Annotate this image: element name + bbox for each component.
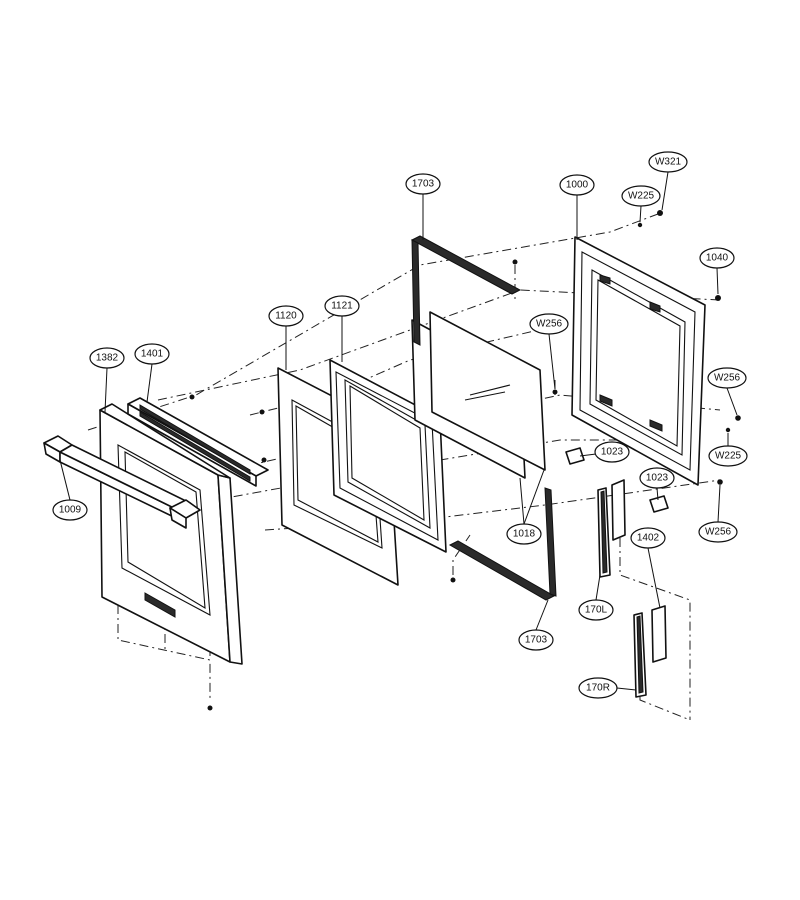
callout-1009: 1009	[52, 499, 88, 521]
screws	[189, 210, 741, 711]
callout-label: 1703	[412, 179, 435, 190]
callout-1000: 1000	[559, 174, 595, 196]
screw	[207, 705, 213, 711]
alignment-line	[619, 500, 691, 720]
callout-1018: 1018	[506, 523, 542, 545]
callout-170r: 170R	[578, 677, 618, 699]
screw	[735, 415, 741, 421]
callout-w256-a: W256	[529, 313, 569, 335]
callout-1402: 1402	[630, 527, 666, 549]
callout-w225-top: W225	[621, 185, 661, 207]
callout-1703-bottom: 1703	[518, 629, 554, 651]
callout-label: 1000	[566, 180, 589, 191]
screw	[512, 259, 518, 265]
callout-w225-b: W225	[708, 445, 748, 467]
callout-1023-b: 1023	[639, 467, 675, 489]
callout-label: 1121	[331, 301, 353, 312]
callout-label: 1018	[513, 529, 536, 540]
callout-label: 1402	[637, 533, 660, 544]
screw	[657, 210, 663, 216]
screw	[259, 409, 265, 415]
hinge-right	[633, 605, 667, 698]
leader-lines	[59, 171, 738, 691]
screw	[450, 577, 456, 583]
callout-w321: W321	[648, 151, 688, 173]
screw	[637, 222, 643, 228]
screw	[552, 389, 558, 395]
callout-1120: 1120	[268, 305, 304, 327]
alignment-line	[452, 534, 471, 575]
callout-1121: 1121	[324, 295, 360, 317]
callout-label: 170R	[586, 683, 610, 694]
bottom-door-gasket	[448, 487, 557, 601]
top-door-gasket	[410, 235, 522, 346]
callout-label: W256	[536, 319, 563, 330]
screw	[717, 479, 723, 485]
door-badge	[144, 592, 176, 618]
vent-trim	[127, 397, 269, 487]
screw	[715, 295, 721, 301]
screw	[725, 427, 731, 433]
screw	[189, 394, 195, 400]
callout-label: 1401	[141, 349, 164, 360]
callout-1382: 1382	[89, 347, 125, 369]
door-handle	[43, 435, 201, 529]
callout-label: W321	[655, 157, 682, 168]
alignment-line	[117, 605, 211, 700]
callout-1703-top: 1703	[405, 173, 441, 195]
callout-label: 1120	[275, 311, 297, 322]
callout-label: 1703	[525, 635, 548, 646]
callout-label: W256	[714, 373, 741, 384]
callout-label: 1023	[646, 473, 669, 484]
callout-1023-a: 1023	[594, 441, 630, 463]
hinge-left	[597, 479, 626, 578]
callout-1040: 1040	[699, 247, 735, 269]
clips	[565, 447, 669, 513]
outer-door-panel	[99, 403, 243, 665]
callout-label: W256	[705, 527, 732, 538]
callout-label: 1009	[59, 505, 82, 516]
screw	[261, 457, 267, 463]
callout-label: W225	[715, 451, 742, 462]
inner-door-frame	[571, 236, 706, 486]
callout-w256-c: W256	[698, 521, 738, 543]
callout-1401: 1401	[134, 343, 170, 365]
callout-label: 1023	[601, 447, 624, 458]
callout-label: 1040	[706, 253, 729, 264]
glass-panes	[411, 311, 546, 479]
callout-label: 1382	[96, 353, 119, 364]
callout-label: 170L	[585, 605, 608, 616]
callout-w256-b: W256	[707, 367, 747, 389]
callout-170l: 170L	[578, 599, 614, 621]
callout-label: W225	[628, 191, 655, 202]
